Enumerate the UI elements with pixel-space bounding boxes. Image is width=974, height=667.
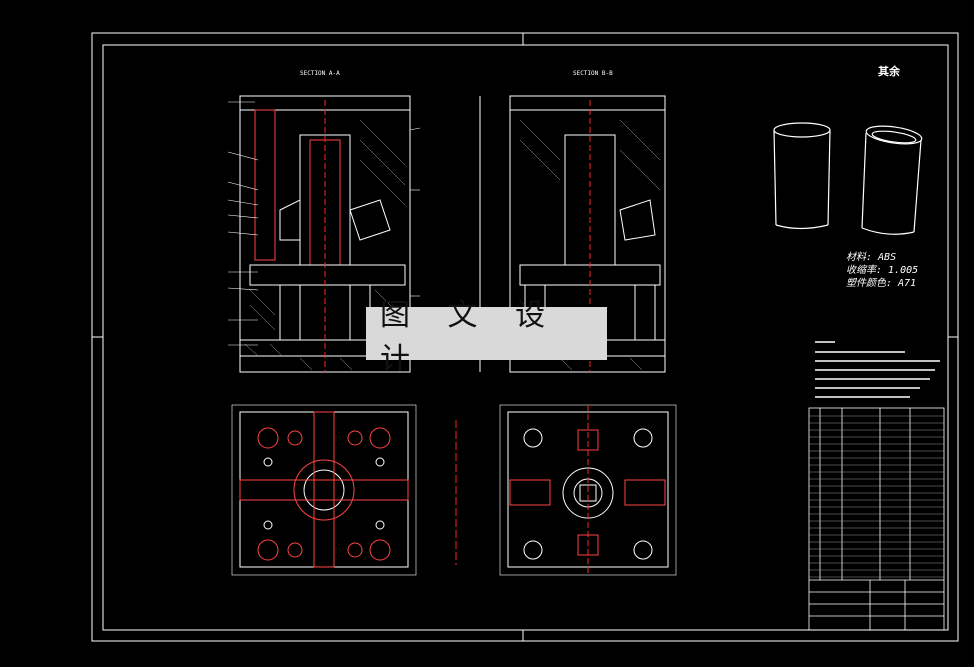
plan-view-right [499, 404, 677, 576]
plan-view-left [231, 404, 417, 576]
section-b-b-label: SECTION B-B [573, 70, 613, 77]
section-a-a-callouts [227, 101, 421, 346]
drawing-frame [91, 32, 959, 642]
watermark-banner: 图 文 设 计 [366, 298, 607, 377]
section-a-a-view [239, 95, 411, 373]
material-note-material: 材料: ABS [846, 252, 897, 263]
roughness-note: 其余 [878, 65, 900, 78]
material-note-color: 塑件颜色: A71 [846, 278, 917, 289]
technical-notes-block [815, 341, 940, 398]
part-isometric-left [773, 122, 831, 230]
title-block-rows [809, 415, 944, 578]
material-note-shrinkage: 收缩率: 1.005 [846, 265, 919, 276]
section-a-a-label: SECTION A-A [300, 70, 340, 77]
watermark-text: 图 文 设 计 [380, 297, 560, 377]
title-block [808, 407, 945, 631]
part-isometric-right [861, 125, 923, 235]
